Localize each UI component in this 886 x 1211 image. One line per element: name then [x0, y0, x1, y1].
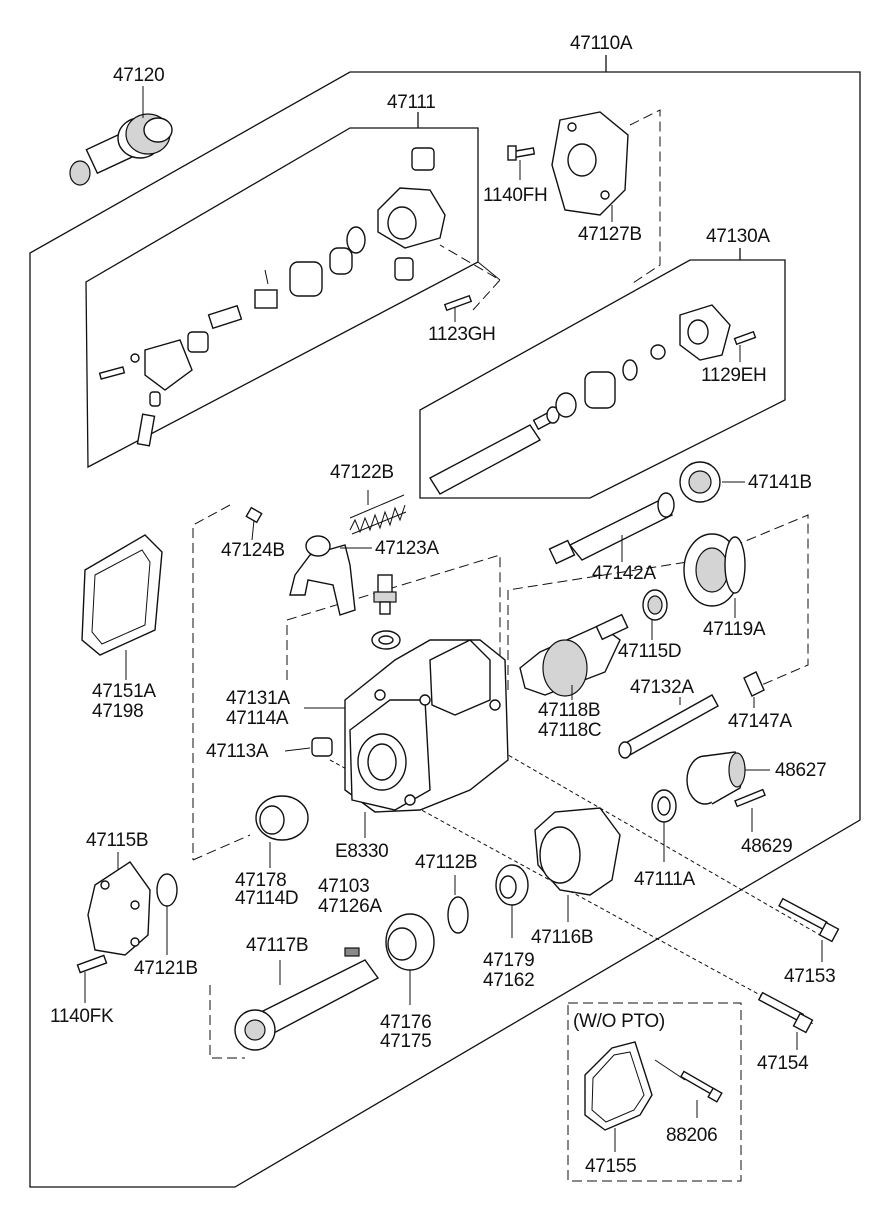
label-47114A: 47114A — [226, 708, 289, 729]
label-47120: 47120 — [113, 65, 165, 86]
label-47110A: 47110A — [570, 33, 633, 54]
label-47115D: 47115D — [618, 641, 682, 662]
bearing-47179 — [495, 864, 529, 906]
label-47124B: 47124B — [221, 540, 285, 561]
bolt-88206 — [679, 1070, 723, 1103]
label-47153: 47153 — [784, 966, 836, 987]
label-1140FH: 1140FH — [483, 185, 548, 206]
label-47142A: 47142A — [592, 563, 656, 584]
label-47162: 47162 — [483, 970, 535, 991]
label-47121B: 47121B — [134, 958, 198, 979]
housing-47131A — [344, 639, 509, 813]
wo-pto-box — [567, 1002, 742, 1182]
bearing-47176 — [385, 913, 435, 971]
spring-47122B — [349, 494, 407, 535]
plug-47147A — [743, 671, 765, 697]
assembly-outline-47111 — [85, 127, 479, 469]
label-E8330: E8330 — [335, 841, 389, 862]
label-wo-pto: (W/O PTO) — [573, 1011, 665, 1032]
input-shaft-part — [69, 113, 173, 186]
label-47118B: 47118B — [538, 700, 601, 721]
cover-47115B — [87, 861, 151, 956]
label-48627: 48627 — [775, 760, 827, 781]
label-47103: 47103 — [318, 876, 370, 897]
label-47127B: 47127B — [578, 224, 642, 245]
label-47131A: 47131A — [226, 688, 290, 709]
shaft-47142A — [548, 492, 675, 565]
bearing-47178 — [255, 795, 309, 841]
label-47119A: 47119A — [703, 619, 766, 640]
label-47115B: 47115B — [86, 830, 149, 851]
label-47132A: 47132A — [630, 677, 694, 698]
label-47175: 47175 — [380, 1031, 432, 1052]
bolt-1140FH — [507, 145, 536, 161]
gear-shaft-47118B — [519, 613, 629, 697]
label-47154: 47154 — [757, 1053, 809, 1074]
label-47112B: 47112B — [415, 852, 478, 873]
label-47126A: 47126A — [318, 896, 382, 917]
label-47122B: 47122B — [330, 462, 394, 483]
label-47130A: 47130A — [706, 226, 770, 247]
label-47123A: 47123A — [375, 538, 439, 559]
label-1123GH: 1123GH — [428, 324, 496, 345]
label-47151A: 47151A — [92, 681, 156, 702]
bolt-47153 — [778, 897, 840, 943]
label-47116B: 47116B — [531, 927, 594, 948]
label-47111A: 47111A — [634, 869, 695, 890]
label-1140FK: 1140FK — [50, 1006, 114, 1027]
label-47141B: 47141B — [748, 472, 812, 493]
label-47198: 47198 — [92, 701, 144, 722]
shift-shaft-internals — [429, 304, 757, 495]
label-47111: 47111 — [387, 92, 436, 113]
bolt-47154 — [757, 991, 814, 1034]
label-47147A: 47147A — [728, 711, 792, 732]
shift-fork-47123A — [289, 535, 356, 616]
seal-47111A — [651, 789, 677, 823]
label-1129EH: 1129EH — [701, 365, 767, 386]
rear-housing-47116B — [534, 807, 621, 896]
dowel-47113A — [311, 737, 333, 757]
gasket-47151A — [81, 534, 163, 656]
label-47114D: 47114D — [235, 888, 299, 909]
assembly-outline-47110A — [29, 71, 861, 1188]
label-47178: 47178 — [235, 870, 287, 891]
label-47179: 47179 — [483, 950, 535, 971]
cover-plate-47155 — [584, 1041, 653, 1131]
assembly-outline-47130A — [419, 259, 786, 499]
label-47117B: 47117B — [246, 935, 309, 956]
gear-47141B — [679, 461, 721, 503]
bearing-47115D — [642, 589, 668, 621]
label-47118C: 47118C — [538, 720, 602, 741]
label-47155: 47155 — [585, 1156, 637, 1177]
label-47176: 47176 — [380, 1012, 432, 1033]
label-88206: 88206 — [666, 1125, 718, 1146]
shift-rod-internals — [98, 147, 446, 447]
flange-48627 — [686, 751, 746, 805]
label-48629: 48629 — [741, 836, 793, 857]
cover-47127B — [551, 111, 629, 216]
gear-47119A — [683, 533, 746, 607]
switch-and-seal — [371, 574, 401, 650]
output-shaft-47117B — [234, 947, 380, 1051]
rod-47132A — [618, 694, 719, 759]
label-47113A: 47113A — [206, 741, 269, 762]
